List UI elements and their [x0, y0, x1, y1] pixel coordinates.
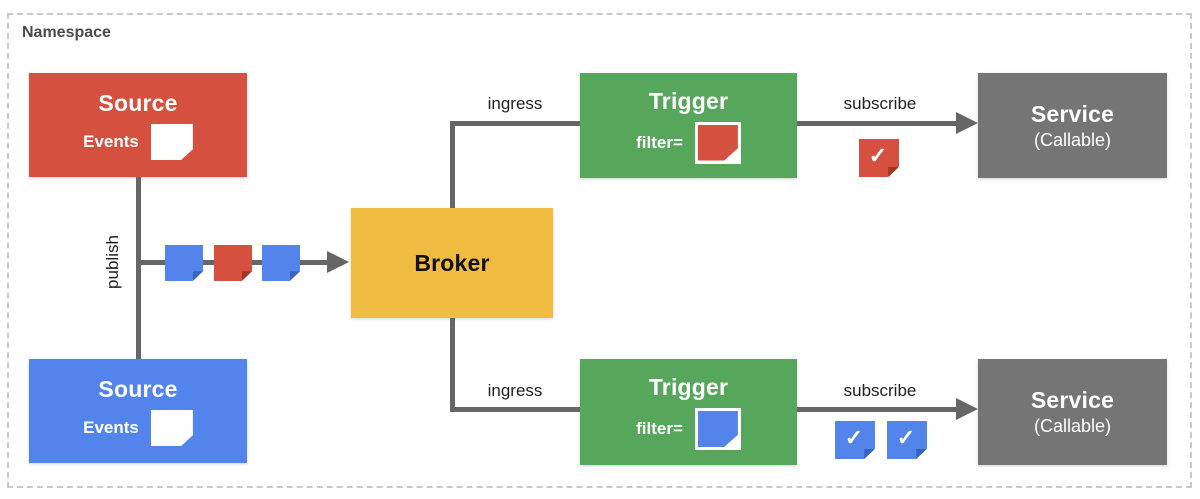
events-label: Events [83, 132, 139, 151]
ingress-line-bottom [450, 407, 580, 412]
source-title: Source [98, 90, 178, 116]
event-square-red [214, 245, 252, 281]
filter-event-page [697, 411, 738, 447]
delivered-event-blue: ✓ [887, 421, 927, 459]
filter-label: filter= [636, 419, 683, 438]
service-subtitle: (Callable) [1033, 129, 1112, 150]
subscribe-line-top [797, 121, 957, 126]
broker-to-ingress-line-top [450, 121, 455, 208]
source-events-row: Events [83, 124, 193, 160]
trigger-node-bottom: Trigger filter= [580, 359, 797, 465]
filter-event-page [697, 124, 738, 161]
source-title: Source [98, 376, 178, 402]
service-title: Service [1030, 100, 1115, 127]
subscribe-label-top: subscribe [843, 94, 917, 113]
namespace-boundary [7, 13, 1192, 488]
ingress-label-bottom: ingress [487, 381, 543, 400]
trigger-title: Trigger [648, 87, 729, 114]
event-fold-icon [916, 448, 927, 459]
checkmark-icon: ✓ [844, 425, 864, 450]
event-fold-icon [888, 166, 899, 177]
trigger-filter-row: filter= [636, 408, 741, 450]
broker-node: Broker [351, 208, 553, 318]
event-fold-icon [241, 271, 252, 281]
subscribe-label-bottom: subscribe [843, 381, 917, 400]
source-node-blue: Source Events [29, 359, 247, 463]
checkmark-icon: ✓ [896, 425, 916, 450]
broker-title: Broker [414, 249, 490, 276]
delivered-event-red: ✓ [859, 139, 899, 177]
service-subtitle: (Callable) [1033, 416, 1112, 436]
event-document-icon [150, 124, 193, 160]
trigger-node-top: Trigger filter= [580, 73, 797, 178]
ingress-line-top [450, 121, 580, 126]
publish-line-vertical [136, 177, 141, 359]
event-fold-icon [864, 448, 875, 459]
service-title: Service [1030, 387, 1115, 413]
subscribe-line-bottom [797, 407, 957, 412]
checkmark-icon: ✓ [868, 143, 888, 168]
events-label: Events [83, 418, 139, 437]
delivered-event-blue: ✓ [835, 421, 875, 459]
publish-label: publish [103, 235, 122, 289]
trigger-title: Trigger [648, 374, 729, 400]
filter-event-icon-blue [694, 408, 741, 450]
trigger-filter-row: filter= [636, 121, 741, 164]
service-node-bottom: Service (Callable) [978, 359, 1167, 465]
ingress-label-top: ingress [487, 94, 543, 113]
filter-event-icon-red [694, 121, 741, 164]
event-square-blue [262, 245, 300, 281]
source-events-row: Events [83, 410, 193, 446]
namespace-label: Namespace [22, 24, 111, 41]
event-document-icon [150, 410, 193, 446]
service-node-top: Service (Callable) [978, 73, 1167, 178]
event-fold-icon [192, 271, 203, 281]
source-node-red: Source Events [29, 73, 247, 177]
event-fold-icon [289, 271, 300, 281]
event-square-blue [165, 245, 203, 281]
filter-label: filter= [636, 132, 683, 152]
broker-to-ingress-line-bottom [450, 318, 455, 412]
